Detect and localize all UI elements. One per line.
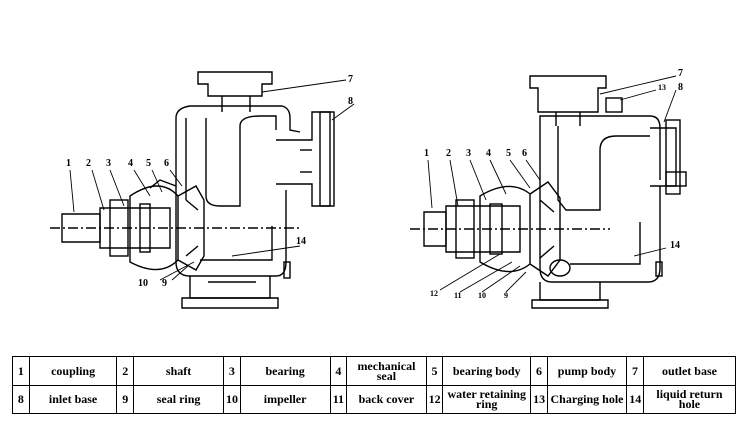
callout-right-2: 2 xyxy=(446,148,451,159)
callout-left-6: 6 xyxy=(164,158,169,169)
parts-legend-table: 1 coupling 2 shaft 3 bearing 4 mechanica… xyxy=(12,356,737,414)
callout-right-6: 6 xyxy=(522,148,527,159)
callout-right-1: 1 xyxy=(424,148,429,159)
legend-label: mechanical seal xyxy=(346,356,427,386)
legend-number: 9 xyxy=(116,384,135,414)
legend-number: 2 xyxy=(116,356,135,386)
left-pump-section-drawing xyxy=(50,71,335,309)
callout-left-9: 9 xyxy=(162,278,167,289)
legend-row: 1 coupling 2 shaft 3 bearing 4 mechanica… xyxy=(12,356,737,386)
callout-right-12: 12 xyxy=(430,289,438,298)
legend-number: 12 xyxy=(425,384,444,414)
callout-right-3: 3 xyxy=(466,148,471,159)
callout-left-5: 5 xyxy=(146,158,151,169)
right-callout-leaders xyxy=(427,75,677,293)
legend-number: 10 xyxy=(223,384,241,414)
callout-left-2: 2 xyxy=(86,158,91,169)
legend-number: 4 xyxy=(329,356,348,386)
callout-right-11: 11 xyxy=(454,291,462,300)
legend-label: shaft xyxy=(133,356,224,386)
legend-label: Charging hole xyxy=(546,384,628,414)
legend-number: 13 xyxy=(530,384,548,414)
legend-number: 14 xyxy=(626,384,644,414)
legend-row: 8 inlet base 9 seal ring 10 impeller 11 … xyxy=(12,384,737,414)
callout-right-7: 7 xyxy=(678,68,683,79)
legend-label: bearing xyxy=(239,356,331,386)
callout-left-4: 4 xyxy=(128,158,133,169)
legend-label: pump body xyxy=(546,356,628,386)
callout-right-13: 13 xyxy=(658,83,666,92)
legend-number: 3 xyxy=(223,356,241,386)
legend-label: outlet base xyxy=(642,356,737,386)
legend-number: 6 xyxy=(530,356,548,386)
callout-left-14: 14 xyxy=(296,236,306,247)
callout-labels: 1 2 3 4 5 6 7 8 14 10 9 1 2 3 4 5 6 7 13… xyxy=(66,68,683,300)
legend-label: impeller xyxy=(239,384,331,414)
callout-left-7: 7 xyxy=(348,74,353,85)
callout-left-8: 8 xyxy=(348,96,353,107)
legend-number: 7 xyxy=(626,356,644,386)
callout-left-10: 10 xyxy=(138,278,148,289)
callout-right-8: 8 xyxy=(678,82,683,93)
callout-left-1: 1 xyxy=(66,158,71,169)
left-callout-leaders xyxy=(69,79,355,281)
legend-label: inlet base xyxy=(28,384,118,414)
legend-label: water retaining ring xyxy=(442,384,532,414)
legend-number: 11 xyxy=(329,384,348,414)
pump-drawings: 1 2 3 4 5 6 7 8 14 10 9 1 2 3 4 5 6 7 13… xyxy=(50,68,687,309)
legend-number: 5 xyxy=(425,356,444,386)
callout-right-4: 4 xyxy=(486,148,491,159)
callout-right-14: 14 xyxy=(670,240,680,251)
callout-left-3: 3 xyxy=(106,158,111,169)
legend-label: back cover xyxy=(346,384,427,414)
legend-number: 1 xyxy=(12,356,30,386)
callout-right-10: 10 xyxy=(478,291,486,300)
right-pump-section-drawing xyxy=(410,75,687,309)
legend-label: liquid return hole xyxy=(642,384,737,414)
callout-right-5: 5 xyxy=(506,148,511,159)
legend-label: coupling xyxy=(28,356,118,386)
legend-label: seal ring xyxy=(133,384,224,414)
callout-right-9: 9 xyxy=(504,291,508,300)
legend-label: bearing body xyxy=(442,356,532,386)
legend-number: 8 xyxy=(12,384,30,414)
